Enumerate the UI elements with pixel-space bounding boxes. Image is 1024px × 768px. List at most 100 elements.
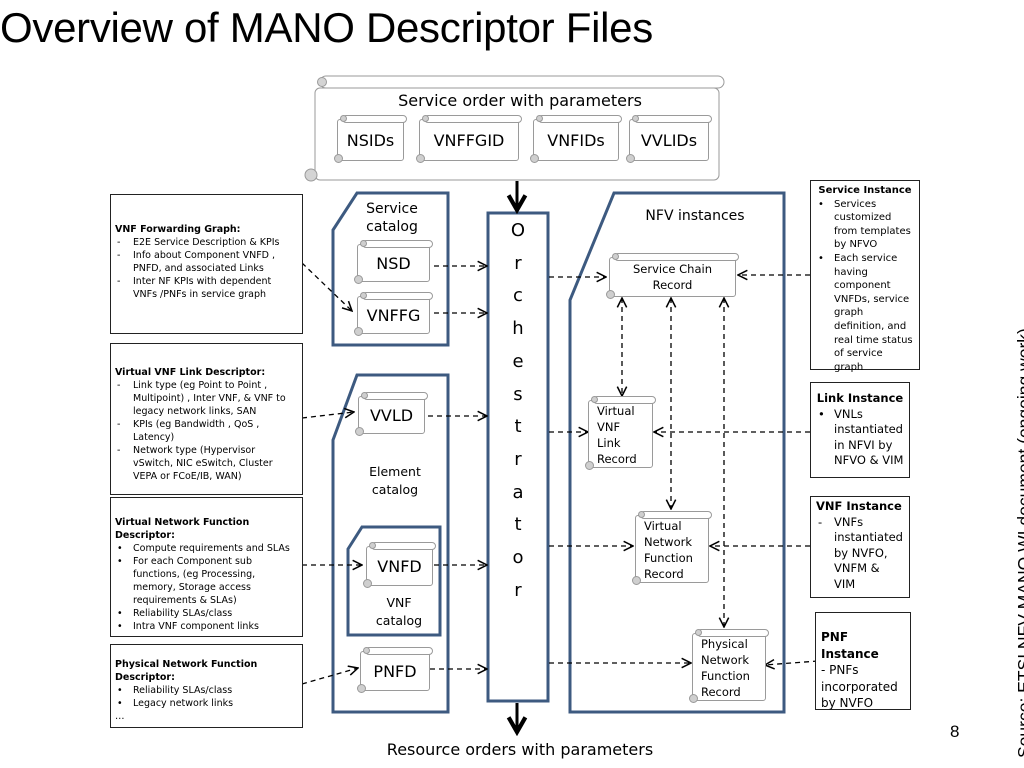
descriptor-heading: VNF Forwarding Graph: — [115, 224, 241, 235]
item-label: PNFD — [373, 661, 417, 681]
catalog-item-nsd[interactable]: NSD — [354, 240, 433, 284]
descriptor-vnf-forwarding-graph: VNF Forwarding Graph: -E2E Service Descr… — [110, 194, 303, 334]
scroll-curl-icon — [354, 327, 363, 336]
instance-pnf: PNF Instance - PNFs incorporated by NVFO — [815, 612, 911, 710]
record-pnf[interactable]: Physical Network Function Record — [689, 629, 769, 703]
descriptor-item: •Intra VNF component links — [117, 621, 259, 632]
scroll-curl-icon — [606, 290, 615, 299]
descriptor-pnf: Physical Network Function Descriptor: •R… — [110, 644, 303, 728]
orchestrator-letter: c — [513, 285, 523, 307]
instance-heading: PNF Instance — [821, 630, 879, 661]
record-service-chain[interactable]: Service Chain Record — [606, 253, 739, 299]
descriptor-item: -Info about Component VNFD , PNFD, and a… — [117, 250, 276, 274]
item-label: VNFFG — [366, 305, 421, 325]
instance-text: - PNFs incorporated by NVFO — [821, 663, 898, 710]
descriptor-heading: Virtual VNF Link Descriptor: — [115, 367, 266, 378]
record-vnf[interactable]: Virtual Network Function Record — [632, 511, 712, 585]
orchestrator-letter: h — [512, 318, 524, 340]
service-order-item-vnfids[interactable]: VNFIDs — [530, 115, 622, 163]
descriptor-item: -E2E Service Description & KPIs — [117, 237, 280, 248]
descriptor-heading: Physical Network Function Descriptor: — [115, 659, 258, 683]
orchestrator-letter: r — [514, 579, 522, 601]
orchestrator-letter: s — [513, 383, 523, 405]
orchestrator-letter: r — [514, 252, 522, 274]
descriptor-item: •Compute requirements and SLAs — [117, 543, 290, 554]
item-label: NSIDs — [346, 130, 395, 150]
item-label: VNFIDs — [547, 130, 605, 150]
element-catalog-label: Element catalog — [369, 464, 421, 497]
scroll-curl-icon — [334, 154, 343, 163]
item-label: VNFFGID — [433, 130, 505, 150]
service-order-item-vnffgid[interactable]: VNFFGID — [416, 115, 522, 163]
page-number: 8 — [950, 722, 960, 741]
service-order-item-nsids[interactable]: NSIDs — [334, 115, 407, 163]
scroll-curl-icon — [530, 154, 539, 163]
orchestrator-letter: t — [514, 514, 522, 536]
scroll-curl-icon — [638, 511, 645, 518]
scroll-curl-icon — [591, 396, 598, 403]
scroll-curl-icon — [689, 694, 698, 703]
scroll-curl-icon — [626, 154, 635, 163]
scroll-curl-icon — [536, 115, 543, 122]
resource-orders-label: Resource orders with parameters — [386, 740, 654, 759]
source-citation: Source: ETSI NFV MANO WI document (ongoi… — [1014, 328, 1024, 758]
vnf-catalog-label: VNF catalog — [375, 595, 423, 628]
descriptor-item: •Reliability SLAs/class — [117, 608, 233, 619]
scroll-curl-icon — [369, 542, 376, 549]
catalog-item-pnfd[interactable]: PNFD — [357, 647, 433, 693]
record-label: Virtual Network Function Record — [644, 519, 693, 581]
scroll-curl-icon — [363, 579, 372, 588]
record-label: Service Chain Record — [632, 262, 712, 292]
descriptor-item: •Legacy network links — [117, 698, 234, 709]
catalog-item-vvld[interactable]: VVLD — [355, 392, 428, 436]
orchestrator-letter: o — [512, 547, 524, 569]
scroll-curl-icon — [695, 629, 702, 636]
scroll-curl-icon — [416, 154, 425, 163]
item-label: VVLD — [369, 405, 414, 425]
scroll-curl-icon — [354, 275, 363, 284]
scroll-curl-icon — [340, 115, 347, 122]
descriptor-item: -Network type (Hypervisor vSwitch, NIC e… — [117, 445, 273, 482]
vnf-catalog-container — [346, 525, 442, 637]
record-label: Physical Network Function Record — [701, 637, 750, 699]
scroll-curl-icon — [585, 461, 594, 470]
instance-service: Service Instance •Services customized fr… — [810, 180, 920, 373]
instance-item: •VNLs instantiated in NFVI by NFVO & VIM — [818, 406, 904, 468]
descriptor-item: -Inter NF KPIs with dependent VNFs /PNFs… — [117, 276, 272, 300]
scroll-curl-icon — [612, 253, 619, 260]
orchestrator-letter: e — [512, 350, 524, 372]
service-order-item-vvlids[interactable]: VVLIDs — [626, 115, 712, 163]
instance-link: Link Instance •VNLs instantiated in NFVI… — [810, 382, 910, 478]
scroll-curl-icon — [361, 392, 368, 399]
orchestrator-letter: a — [512, 481, 524, 503]
instance-vnf: VNF Instance -VNFs instantiated by NVFO,… — [810, 496, 910, 598]
scroll-curl-icon — [422, 115, 429, 122]
orchestrator-letter: t — [514, 416, 522, 438]
descriptor-item: •Reliability SLAs/class — [117, 685, 233, 696]
orchestrator-letter: r — [514, 448, 522, 470]
descriptor-vnf: Virtual Network Function Descriptor: •Co… — [110, 497, 303, 637]
nfv-instances-container — [568, 191, 786, 714]
instance-heading: Link Instance — [816, 391, 904, 405]
catalog-item-vnfd[interactable]: VNFD — [363, 542, 436, 588]
scroll-curl-icon — [357, 684, 366, 693]
descriptor-item: •For each Component sub functions, (eg P… — [117, 556, 256, 606]
instance-item: -VNFs instantiated by NVFO, VNFM & VIM — [818, 514, 903, 591]
element-catalog-container — [331, 373, 450, 714]
record-virtual-link[interactable]: Virtual VNF Link Record — [585, 396, 656, 470]
scroll-curl-icon — [360, 240, 367, 247]
record-label: Virtual VNF Link Record — [597, 404, 637, 466]
scroll-curl-icon — [632, 115, 639, 122]
service-catalog-label: Service catalog — [366, 201, 418, 235]
instance-heading: Service Instance — [818, 185, 912, 196]
catalog-item-vnffg[interactable]: VNFFG — [354, 292, 433, 336]
scroll-curl-icon — [363, 647, 370, 654]
item-label: NSD — [376, 253, 411, 273]
instance-item: •Each service having component VNFDs, se… — [818, 252, 913, 373]
descriptor-ellipsis: … — [115, 711, 125, 722]
item-label: VNFD — [377, 556, 422, 576]
slide-title: Overview of MANO Descriptor Files — [0, 4, 653, 51]
descriptor-item: -KPIs (eg Bandwidth , QoS , Latency) — [117, 419, 260, 443]
scroll-curl-icon — [632, 576, 641, 585]
